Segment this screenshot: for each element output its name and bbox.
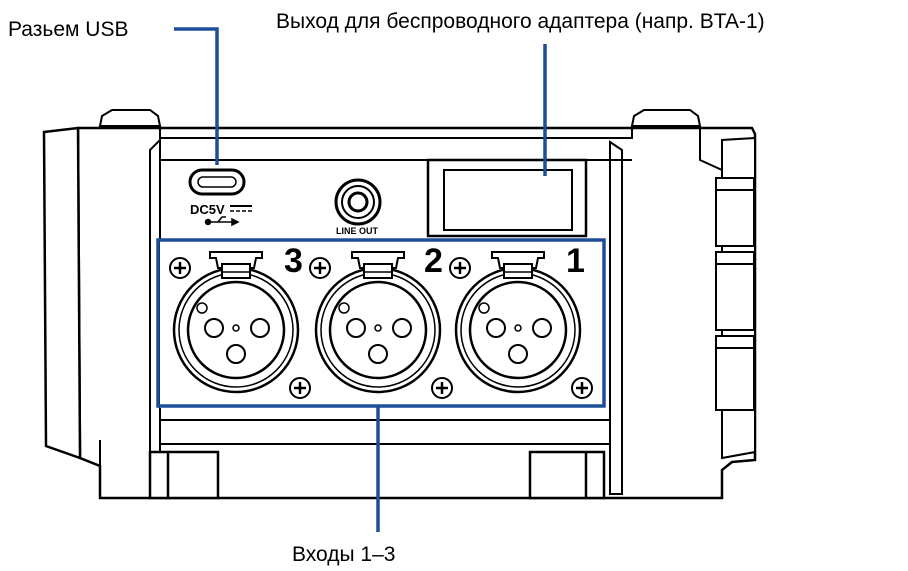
side-buttons xyxy=(715,177,755,411)
input-number-1: 1 xyxy=(566,242,585,280)
inputs-label: Входы 1–3 xyxy=(292,543,395,566)
input-number-2: 2 xyxy=(424,242,443,280)
usb-leader-line xyxy=(174,27,219,165)
inputs-highlight-box xyxy=(156,238,606,408)
dc-marking: DC5V xyxy=(190,202,225,217)
top-knobs xyxy=(98,109,702,127)
bottom-feet xyxy=(148,450,606,500)
usb-c-port: DC5V xyxy=(188,168,252,227)
wireless-adapter-slot xyxy=(426,158,588,238)
line-out-marking: LINE OUT xyxy=(336,226,379,236)
wireless-label: Выход для беспроводного адаптера (напр. … xyxy=(276,10,765,33)
line-out-jack: LINE OUT xyxy=(334,178,382,236)
usb-label: Разьем USB xyxy=(8,18,128,41)
usb-symbol-icon xyxy=(204,216,240,227)
callouts xyxy=(156,27,606,532)
input-number-3: 3 xyxy=(284,242,303,280)
xlr-panel: 3 2 1 xyxy=(160,240,608,408)
